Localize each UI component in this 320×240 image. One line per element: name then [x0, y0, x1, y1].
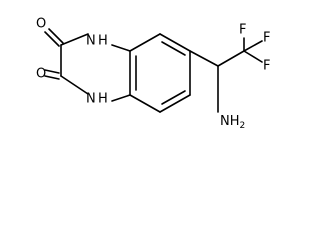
- atom-o-top: O: [36, 17, 46, 32]
- amine-subscript: 2: [240, 121, 246, 131]
- bond-c2-n1: [60, 33, 89, 46]
- atom-n-bottom: N: [86, 92, 96, 107]
- bond-c7-c8: [159, 94, 191, 113]
- atom-o-bottom: O: [36, 67, 46, 82]
- bond-co-top-1: [44, 31, 60, 47]
- atom-n-top: N: [86, 34, 96, 49]
- bond-n4-c4a: [111, 94, 131, 102]
- bonds: [44, 28, 191, 113]
- chemical-structure: O O N H N H F F F NH2: [36, 17, 270, 131]
- side-chain: [189, 37, 263, 113]
- atom-h-bottom: H: [98, 92, 108, 107]
- atom-f-top: F: [239, 23, 246, 38]
- bond-ring-to-ch: [189, 50, 219, 67]
- bond-co-top-2: [48, 28, 64, 44]
- amine-label: NH: [220, 114, 240, 129]
- bond-co-bottom-1: [44, 75, 60, 80]
- bond-c8a-c5: [129, 33, 161, 52]
- bond-c8-c4a: [129, 94, 161, 113]
- bond-co-bottom-2: [44, 69, 60, 74]
- atom-labels: O O N H N H F F F NH2: [36, 17, 270, 131]
- bond-c5-c6: [159, 33, 191, 52]
- bond-ch-to-cf3: [217, 50, 245, 67]
- atom-h-top: H: [98, 34, 108, 49]
- atom-f-right-bottom: F: [263, 59, 270, 74]
- bond-c7-c8-inner: [161, 90, 186, 105]
- bond-n1-c8a: [111, 44, 131, 52]
- atom-amine: NH2: [220, 114, 245, 131]
- bond-c3-n4: [60, 75, 89, 95]
- bond-c5-c6-inner: [161, 41, 186, 56]
- atom-f-right-top: F: [263, 31, 270, 46]
- bond-cf3-f-right-bottom: [243, 50, 263, 63]
- bond-cf3-f-right-top: [243, 40, 263, 52]
